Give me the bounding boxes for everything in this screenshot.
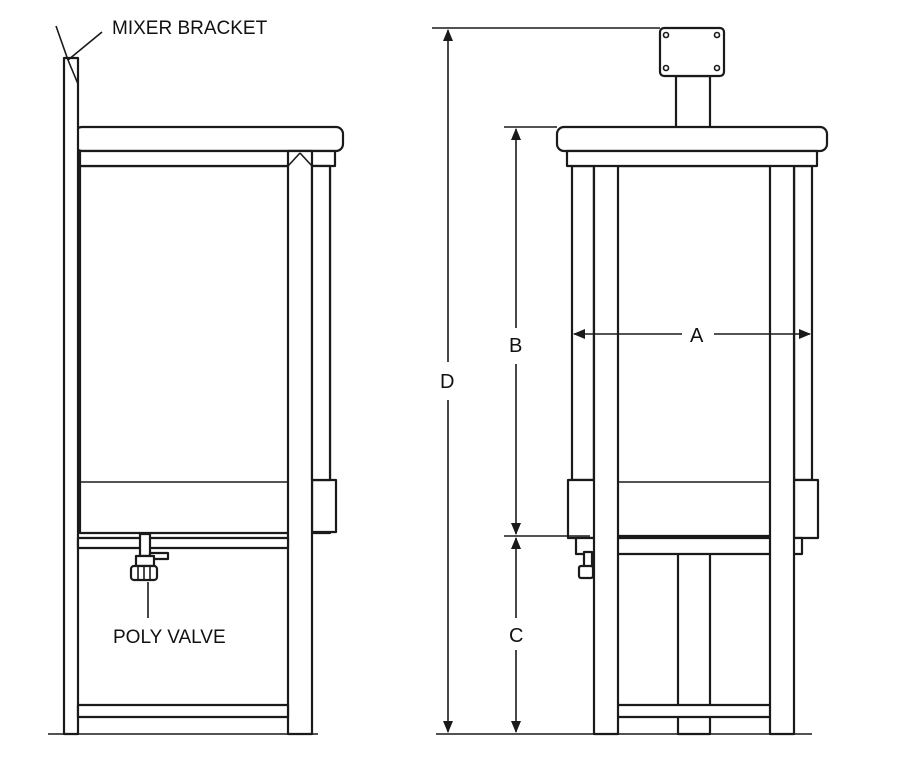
front-leg-left <box>592 149 620 736</box>
side-front-leg <box>286 149 314 736</box>
side-tank-clamp <box>310 478 338 534</box>
front-tank-clamp-left <box>566 478 598 540</box>
side-view: MIXER BRACKET POLY VALVE <box>48 18 345 736</box>
front-lid <box>555 125 829 153</box>
front-mixer-plate <box>658 26 726 78</box>
mixer-bracket-label: MIXER BRACKET <box>112 18 268 39</box>
side-rear-leg <box>310 164 332 482</box>
front-tank-body <box>592 164 796 538</box>
side-lid <box>73 125 345 153</box>
dimension-d-label: D <box>440 371 454 393</box>
mixer-bracket-leader <box>67 31 103 61</box>
poly-valve-label: POLY VALVE <box>113 627 226 648</box>
front-rear-leg-left <box>570 164 596 482</box>
mixer-bracket-post <box>62 56 80 736</box>
side-bottom-rail <box>76 703 290 719</box>
front-leg-right <box>768 149 796 736</box>
dimension-a-label: A <box>690 325 704 347</box>
front-mixer-column <box>674 74 712 130</box>
front-tank-clamp-right <box>792 478 820 540</box>
front-bottom-rail <box>598 703 776 719</box>
dimension-c-label: C <box>509 625 523 647</box>
dimension-b-label: B <box>509 335 522 357</box>
front-rear-leg-right <box>792 164 814 482</box>
front-view <box>436 26 829 736</box>
poly-valve <box>129 532 170 582</box>
front-valve <box>577 550 595 580</box>
dimensions: D B C A <box>432 27 811 733</box>
side-mid-rail <box>76 536 290 550</box>
